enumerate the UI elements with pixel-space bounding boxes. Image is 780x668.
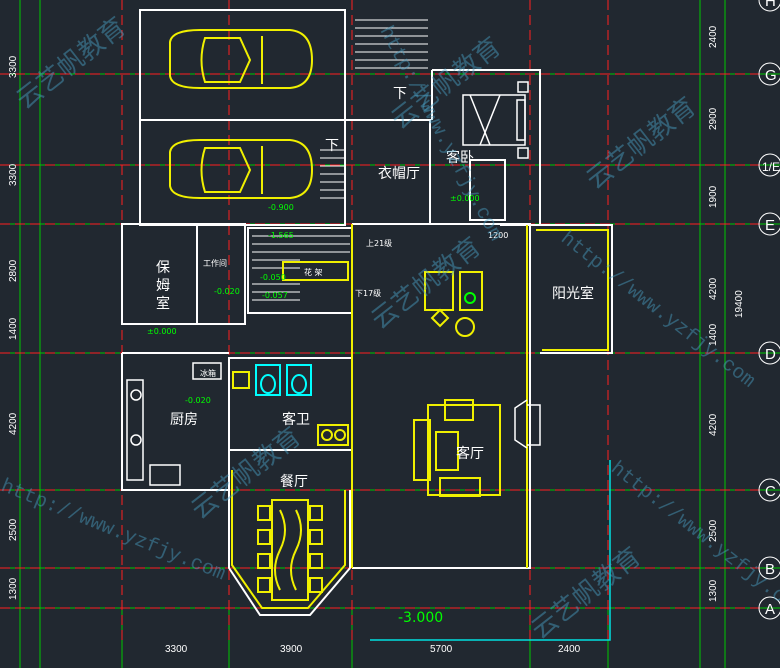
right-dim: 4200 [708,277,719,300]
stair-label-down-2: 下 [325,138,339,154]
level-l2: -0.050 [260,273,286,282]
sofa-icon [413,271,501,497]
room-label-workroom: 工作间 [203,258,227,268]
bed-icon [462,81,529,159]
level-garage: -0.900 [268,203,294,212]
flower-box [282,261,349,281]
left-dim: 1400 [8,317,19,340]
room-label-sunroom: 阳光室 [552,285,594,302]
kitchen-counter [126,362,222,486]
label-flower-box: 花 架 [304,267,323,277]
room-label-dining-room: 餐厅 [280,474,308,490]
sink-icon [232,371,349,446]
axis-label-B: B [765,561,775,578]
axis-label-1E: 1/E [762,160,780,174]
window-dim: 1200 [488,231,508,240]
left-dim: 3300 [8,163,19,186]
watermark-brand: 云艺帆教育 [581,92,702,196]
watermark-url: http://www.yzfjy.com [556,227,759,393]
right-dim: 4200 [708,413,719,436]
stair-treads [252,19,428,301]
right-dim: 2400 [708,25,719,48]
bottom-dimensions: 3300 3900 5700 2400 [165,644,581,655]
axis-bubbles [758,0,780,620]
level-l1: -1.565 [268,231,294,240]
bottom-dim: 5700 [430,644,453,655]
walls [121,9,613,616]
axis-label-G: G [765,67,777,84]
left-dim: 2500 [8,518,19,541]
dining-table-icon [257,499,323,601]
right-dim: 1900 [708,185,719,208]
level-l4: ±0.000 [147,327,177,336]
axis-label-D: D [765,346,776,363]
right-dimensions: 2400 2900 1900 4200 1400 4200 2500 1300 … [708,25,745,602]
stair-label-up: 上21级 [366,238,392,248]
room-label-guest-bedroom: 客卧 [446,149,474,166]
room-label-nanny-1: 保 [156,260,170,276]
car-icon-2 [169,139,314,199]
left-dim: 2800 [8,259,19,282]
car-icon [169,29,314,89]
level-entry: ±0.000 [450,194,480,203]
watermark-brand: 云艺帆教育 [526,542,647,646]
right-dim: 2900 [708,107,719,130]
bottom-dim: 3900 [280,644,303,655]
room-label-nanny-3: 室 [156,295,170,312]
bottom-dim: 3300 [165,644,188,655]
left-dim: 1300 [8,577,19,600]
total-height-dim: 19400 [734,290,745,318]
toilet-icon [255,364,312,396]
axis-label-A: A [765,601,775,618]
watermark-brand: 云艺帆教育 [11,12,132,116]
level-kitchen: -0.020 [185,396,211,405]
watermark-url: http://www.yzfjy.com [0,475,229,586]
level-workroom: -0.020 [214,287,240,296]
left-dimensions: 3300 3300 2800 1400 4200 2500 1300 [8,55,19,600]
stair-label-down-1: 下 [393,86,407,102]
watermark-url: http://www.yzfjy.com [606,457,780,623]
room-label-living-room: 客厅 [456,445,484,462]
right-dim: 1300 [708,579,719,602]
fireplace-icon [514,399,541,449]
stair-label-down: 下17级 [355,288,381,298]
room-label-kitchen: 厨房 [170,412,198,428]
room-label-wardrobe-hall: 衣帽厅 [378,166,420,182]
label-fridge: 冰箱 [200,368,216,378]
bottom-dim: 2400 [558,644,581,655]
site-line [370,460,611,641]
level-l3: -0.057 [262,291,288,300]
left-dim: 4200 [8,412,19,435]
left-dim: 3300 [8,55,19,78]
axis-label-C: C [765,483,776,500]
room-label-guest-bath: 客卫 [282,411,310,428]
level-ground: -3.000 [398,610,443,626]
axis-label-H: H [765,0,776,10]
yellow-walls [231,224,609,609]
right-dim: 2500 [708,519,719,542]
room-label-nanny-2: 姆 [156,278,170,294]
axis-label-E: E [765,217,775,234]
right-dim: 1400 [708,323,719,346]
